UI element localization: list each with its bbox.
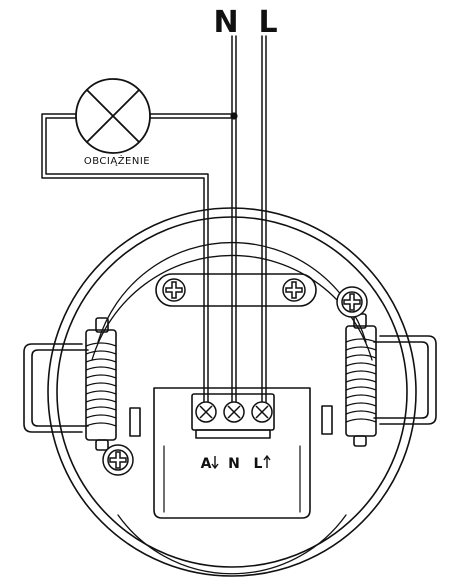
terminal-screw-icon (223, 401, 245, 423)
terminal-l-label: L (254, 456, 263, 472)
terminal-n-label: N (228, 456, 240, 472)
live-label: L (258, 5, 277, 40)
left-spring-clip (23, 317, 141, 451)
junction-dot (230, 112, 238, 120)
phillips-screw-icon (102, 444, 134, 476)
neutral-label: N (213, 5, 238, 40)
phillips-screw-icon (282, 278, 306, 302)
phillips-screw-icon (336, 286, 368, 318)
arrow-up-icon (263, 454, 271, 468)
load-label: OBCIĄŻENIE (84, 154, 150, 167)
wiring (41, 35, 267, 413)
terminal-block (191, 393, 275, 439)
phillips-screw-icon (162, 278, 186, 302)
lamp-x-icon (75, 78, 151, 154)
right-spring-clip (321, 313, 437, 447)
terminal-a-label: A (201, 456, 212, 472)
terminal-screw-icon (251, 401, 273, 423)
arrow-down-icon (211, 456, 219, 470)
sensor-case (153, 387, 311, 519)
terminal-screw-icon (195, 401, 217, 423)
